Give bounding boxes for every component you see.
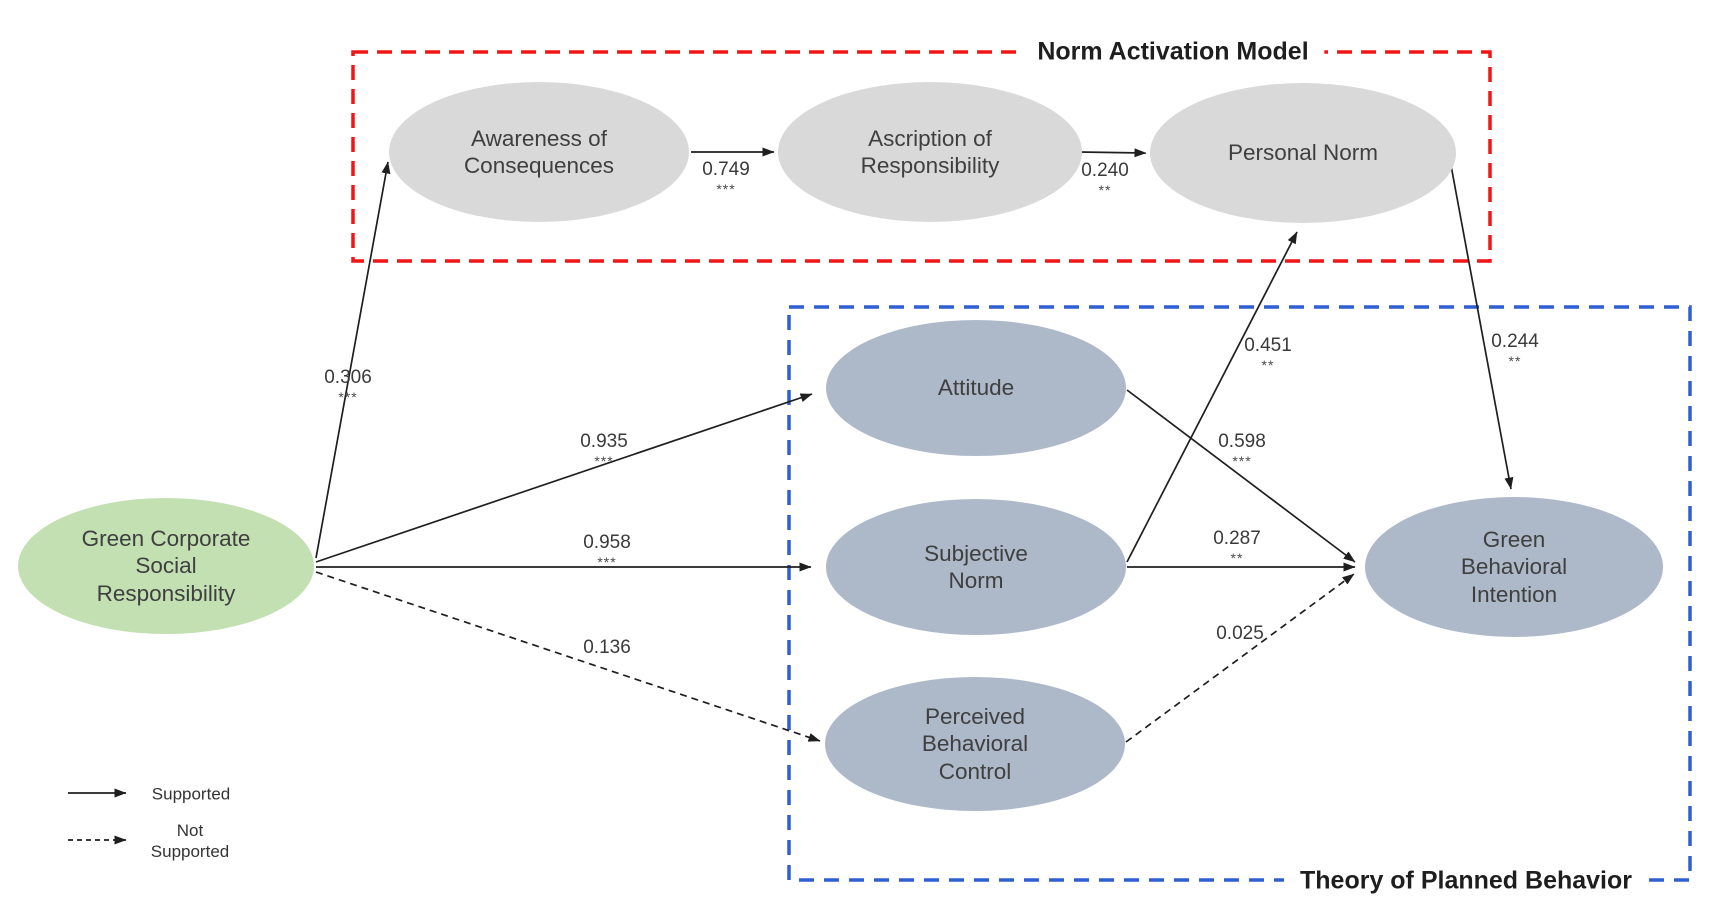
legend-supported-label: Supported — [151, 784, 231, 804]
node-green-behavioral-intention: Green Behavioral Intention — [1365, 497, 1663, 637]
coef-value: 0.287 — [1213, 528, 1261, 549]
tpb-box-title: Theory of Planned Behavior — [1283, 864, 1649, 898]
path-csr-attitude — [315, 393, 813, 563]
coef-pbc-gbi: 0.025 — [1216, 624, 1264, 646]
node-ascription-of-responsibility: Ascription of Responsibility — [778, 82, 1082, 222]
legend-not-supported-label: Not Supported — [150, 820, 230, 861]
path-pbc-gbi — [1125, 573, 1355, 743]
coef-sn-pn: 0.451 ** — [1244, 336, 1292, 372]
path-sn-pn — [1126, 231, 1298, 563]
coef-value: 0.451 — [1244, 335, 1292, 356]
coef-value: 0.136 — [583, 637, 631, 658]
coef-significance: *** — [338, 389, 358, 405]
coef-significance: ** — [1508, 353, 1522, 369]
path-attitude-gbi — [1126, 389, 1356, 563]
coef-value: 0.244 — [1491, 331, 1539, 352]
path-csr-aoc — [315, 161, 391, 559]
node-awareness-of-consequences: Awareness of Consequences — [389, 82, 689, 222]
tpb-box — [787, 305, 1692, 882]
coef-value: 0.240 — [1081, 160, 1129, 181]
coef-pn-gbi: 0.244 ** — [1491, 332, 1539, 368]
node-perceived-behavioral-control: Perceived Behavioral Control — [825, 677, 1125, 811]
path-csr-pbc — [315, 571, 821, 742]
nam-box-title: Norm Activation Model — [1021, 35, 1325, 69]
coef-csr-subjective-norm: 0.958 *** — [583, 533, 631, 569]
coef-value: 0.306 — [324, 367, 372, 388]
path-aor-pn — [1078, 148, 1147, 158]
coef-value: 0.749 — [702, 159, 750, 180]
coef-value: 0.025 — [1216, 623, 1264, 644]
coef-csr-pbc: 0.136 — [583, 638, 631, 660]
coef-value: 0.598 — [1218, 431, 1266, 452]
coef-significance: ** — [1230, 550, 1244, 566]
node-attitude: Attitude — [826, 320, 1126, 456]
coef-sn-gbi: 0.287 ** — [1213, 529, 1261, 565]
coef-significance: *** — [1232, 453, 1252, 469]
coef-significance: ** — [1261, 357, 1275, 373]
coef-significance: *** — [716, 181, 736, 197]
path-pn-gbi — [1449, 159, 1514, 490]
coef-csr-attitude: 0.935 *** — [580, 432, 628, 468]
coef-aor-pn: 0.240 ** — [1081, 161, 1129, 197]
coef-significance: *** — [597, 554, 617, 570]
coef-aoc-aor: 0.749 *** — [702, 160, 750, 196]
coef-attitude-gbi: 0.598 *** — [1218, 432, 1266, 468]
node-personal-norm: Personal Norm — [1150, 83, 1456, 223]
coef-significance: *** — [594, 453, 614, 469]
coef-value: 0.935 — [580, 431, 628, 452]
coef-significance: ** — [1098, 182, 1112, 198]
coef-csr-aoc: 0.306 *** — [324, 368, 372, 404]
coef-value: 0.958 — [583, 532, 631, 553]
node-subjective-norm: Subjective Norm — [826, 499, 1126, 635]
node-green-corporate-social-responsibility: Green Corporate Social Responsibility — [18, 498, 314, 634]
